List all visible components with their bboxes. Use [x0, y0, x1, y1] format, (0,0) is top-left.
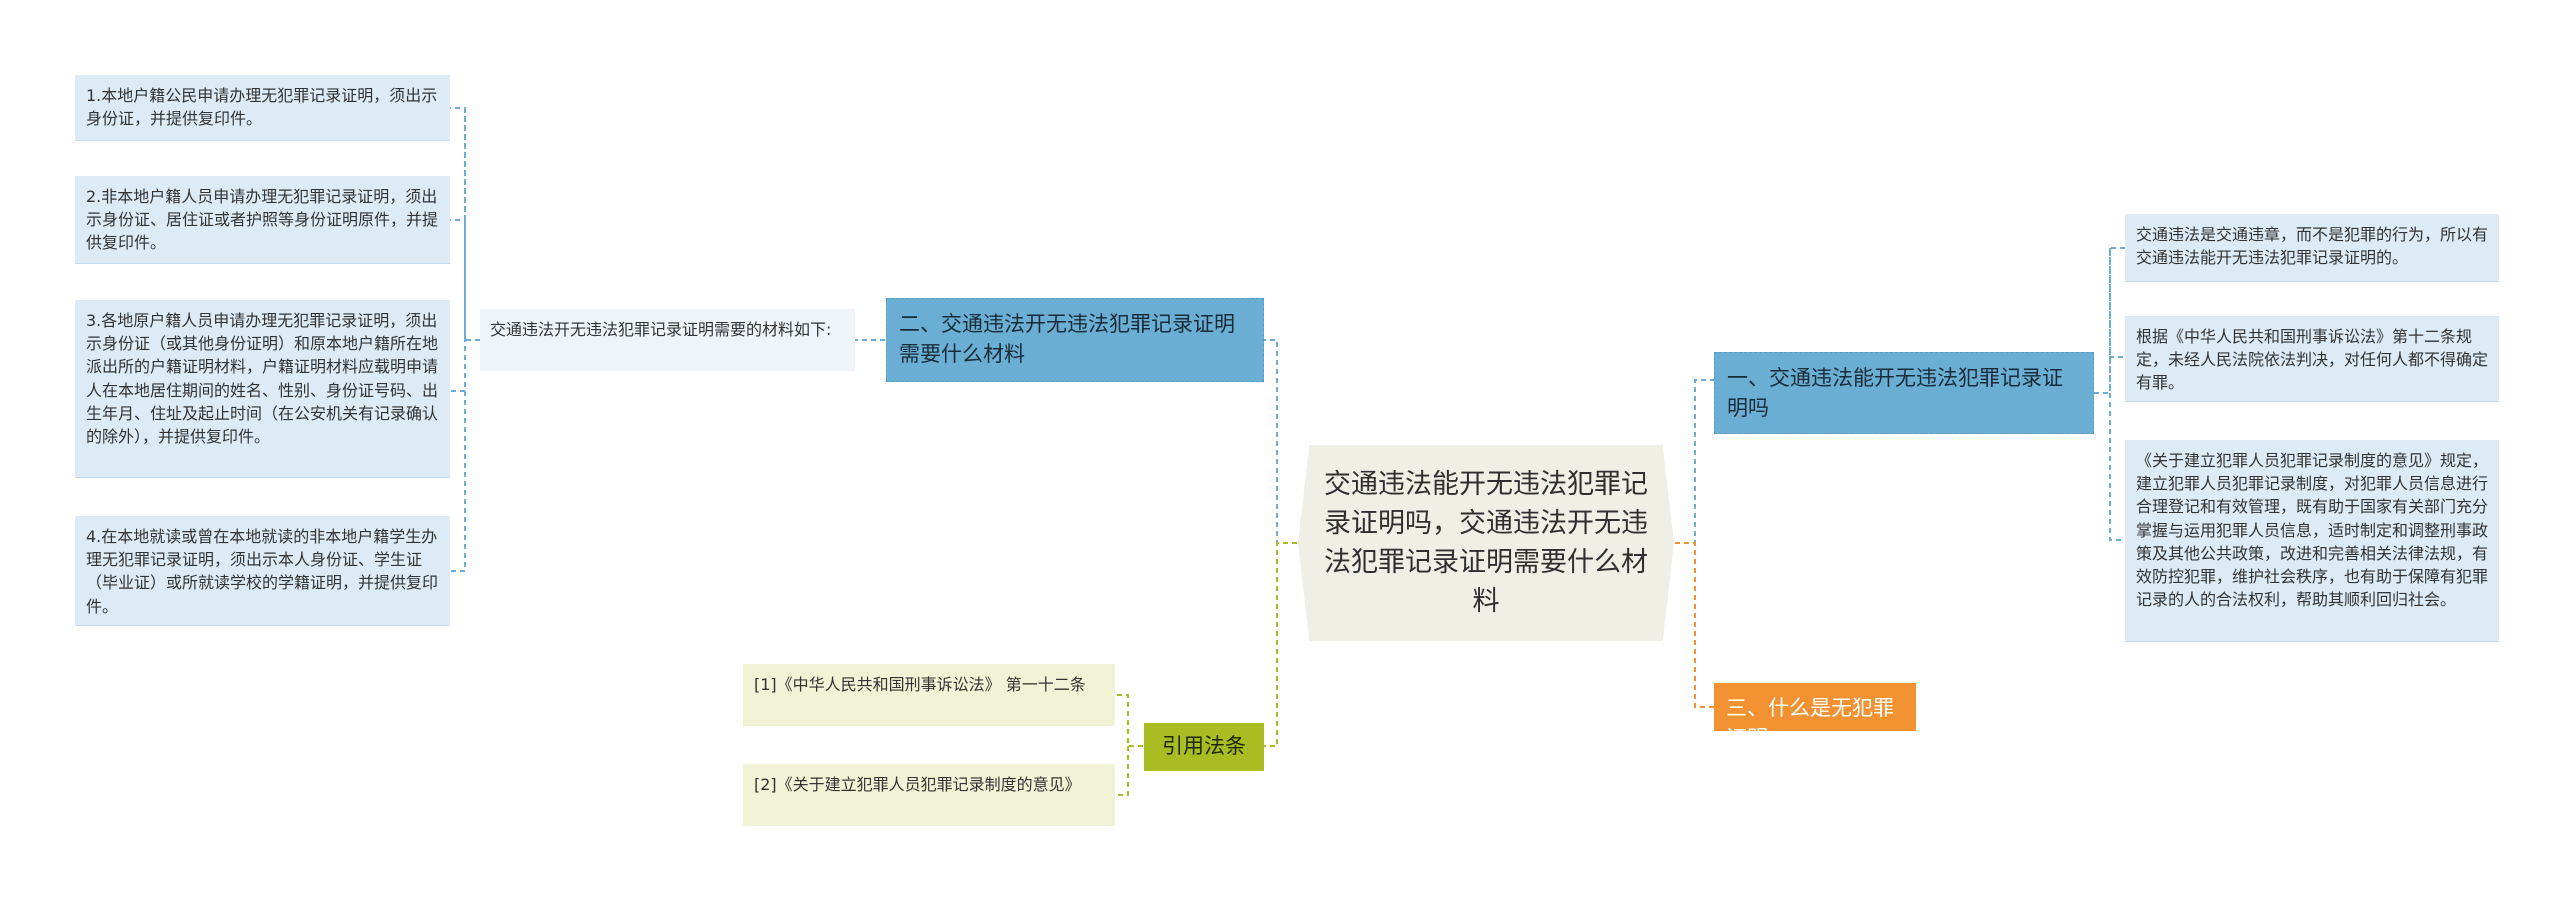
ref-leaf[interactable]: [2]《关于建立犯罪人员犯罪记录制度的意见》	[743, 764, 1115, 826]
branch-b1-label: 一、交通违法能开无违法犯罪记录证明吗	[1727, 366, 2063, 421]
b1-leaf-text: 《关于建立犯罪人员犯罪记录制度的意见》规定，建立犯罪人员犯罪记录制度，对犯罪人员…	[2136, 451, 2489, 610]
ref-leaf[interactable]: [1]《中华人民共和国刑事诉讼法》 第一十二条	[743, 664, 1115, 726]
b1-leaf[interactable]: 根据《中华人民共和国刑事诉讼法》第十二条规定，未经人民法院依法判决，对任何人都不…	[2125, 316, 2499, 402]
branch-b3[interactable]: 三、什么是无犯罪证明	[1714, 683, 1916, 750]
link-intro-items	[450, 107, 480, 572]
b2-leaf[interactable]: 1.本地户籍公民申请办理无犯罪记录证明，须出示身份证，并提供复印件。	[75, 75, 450, 141]
b1-leaf-text: 交通违法是交通违章，而不是犯罪的行为，所以有交通违法能开无违法犯罪记录证明的。	[2136, 225, 2489, 268]
ref-leaf-text: [1]《中华人民共和国刑事诉讼法》 第一十二条	[754, 675, 1086, 694]
link-root-b1	[1675, 379, 1714, 544]
b1-leaf-text: 根据《中华人民共和国刑事诉讼法》第十二条规定，未经人民法院依法判决，对任何人都不…	[2136, 327, 2489, 393]
link-b1-leaves	[2094, 247, 2125, 541]
link-root-b3	[1675, 542, 1714, 708]
b2-leaf[interactable]: 3.各地原户籍人员申请办理无犯罪记录证明，须出示身份证（或其他身份证明）和原本地…	[75, 300, 450, 478]
b2-leaf-text: 2.非本地户籍人员申请办理无犯罪记录证明，须出示身份证、居住证或者护照等身份证明…	[86, 187, 439, 253]
b2-intro-text: 交通违法开无违法犯罪记录证明需要的材料如下:	[490, 320, 832, 339]
link-root-refs	[1264, 542, 1297, 747]
b1-leaf[interactable]: 交通违法是交通违章，而不是犯罪的行为，所以有交通违法能开无违法犯罪记录证明的。	[2125, 214, 2499, 282]
branch-b1[interactable]: 一、交通违法能开无违法犯罪记录证明吗	[1714, 352, 2094, 434]
link-root-b2	[1264, 339, 1297, 544]
branch-refs[interactable]: 引用法条	[1144, 723, 1264, 771]
root-title: 交通违法能开无违法犯罪记录证明吗，交通违法开无违法犯罪记录证明需要什么材料	[1324, 468, 1648, 618]
b2-leaf-text: 3.各地原户籍人员申请办理无犯罪记录证明，须出示身份证（或其他身份证明）和原本地…	[86, 311, 439, 446]
ref-leaf-text: [2]《关于建立犯罪人员犯罪记录制度的意见》	[754, 775, 1081, 794]
root-topic[interactable]: 交通违法能开无违法犯罪记录证明吗，交通违法开无违法犯罪记录证明需要什么材料	[1298, 445, 1674, 641]
branch-b2-label: 二、交通违法开无违法犯罪记录证明需要什么材料	[899, 312, 1235, 367]
branch-b3-label: 三、什么是无犯罪证明	[1726, 696, 1894, 751]
link-refs-items	[1115, 694, 1143, 796]
b2-intro[interactable]: 交通违法开无违法犯罪记录证明需要的材料如下:	[480, 309, 855, 371]
b2-leaf[interactable]: 2.非本地户籍人员申请办理无犯罪记录证明，须出示身份证、居住证或者护照等身份证明…	[75, 176, 450, 264]
branch-refs-label: 引用法条	[1162, 734, 1246, 758]
branch-b2[interactable]: 二、交通违法开无违法犯罪记录证明需要什么材料	[886, 298, 1264, 382]
b2-leaf-text: 1.本地户籍公民申请办理无犯罪记录证明，须出示身份证，并提供复印件。	[86, 86, 438, 129]
b1-leaf[interactable]: 《关于建立犯罪人员犯罪记录制度的意见》规定，建立犯罪人员犯罪记录制度，对犯罪人员…	[2125, 440, 2499, 642]
b2-leaf-text: 4.在本地就读或曾在本地就读的非本地户籍学生办理无犯罪记录证明，须出示本人身份证…	[86, 527, 439, 616]
b2-leaf[interactable]: 4.在本地就读或曾在本地就读的非本地户籍学生办理无犯罪记录证明，须出示本人身份证…	[75, 516, 450, 626]
